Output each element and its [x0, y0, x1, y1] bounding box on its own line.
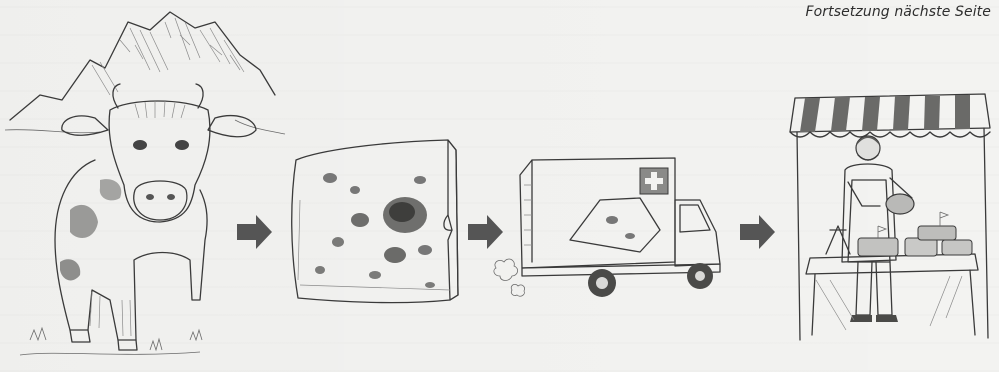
- arrow-right-icon: [468, 215, 503, 249]
- arrow-right-icon: [237, 215, 272, 249]
- arrow-right-icon: [740, 215, 775, 249]
- cheese-illustration: [292, 140, 458, 303]
- market-stall-illustration: [790, 94, 990, 340]
- truck-illustration: [494, 158, 720, 297]
- cow-illustration: [5, 12, 285, 355]
